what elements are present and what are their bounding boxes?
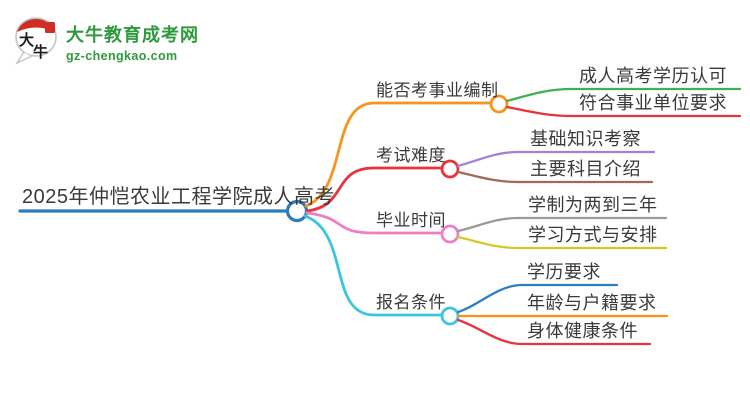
sub-label-education-requirement: 学历要求 xyxy=(527,262,601,282)
branch-node-graduation xyxy=(440,224,460,244)
branch-line-graduation xyxy=(305,211,444,235)
subline-study-arrangement xyxy=(456,235,668,250)
site-name: 大牛教育成考网 xyxy=(66,25,199,45)
logo-seal-icon xyxy=(45,22,55,33)
logo-red-cap xyxy=(17,18,55,32)
site-domain: gz-chengkao.com xyxy=(66,49,178,63)
sub-label-schooling-years: 学制为两到三年 xyxy=(528,195,658,215)
root-label: 2025年仲恺农业工程学院成人高考 xyxy=(22,186,335,208)
sub-label-basic-knowledge: 基础知识考察 xyxy=(530,129,641,149)
subline-meets-requirement xyxy=(505,105,742,118)
branch-line-registration xyxy=(303,214,444,317)
branch-label-registration: 报名条件 xyxy=(376,293,446,312)
subline-main-subjects xyxy=(456,170,654,184)
branch-line-career xyxy=(304,101,492,208)
logo-char-1: 大 xyxy=(19,31,34,49)
branch-label-graduation: 毕业时间 xyxy=(376,211,446,230)
subline-education-requirement xyxy=(456,283,619,314)
logo-text-block: 大牛教育成考网 gz-chengkao.com xyxy=(66,13,199,63)
sub-label-meets-requirement: 符合事业单位要求 xyxy=(579,93,727,113)
sub-label-health-condition: 身体健康条件 xyxy=(527,321,638,341)
branch-label-difficulty: 考试难度 xyxy=(376,146,446,165)
branch-label-career: 能否考事业编制 xyxy=(376,81,499,100)
logo-char-2: 牛 xyxy=(33,43,48,61)
branch-node-career xyxy=(489,94,509,114)
branch-node-difficulty xyxy=(440,159,460,179)
sub-label-degree-recognized: 成人高考学历认可 xyxy=(579,66,727,86)
subline-basic-knowledge xyxy=(456,150,656,168)
subline-degree-recognized xyxy=(505,87,742,103)
sub-label-main-subjects: 主要科目介绍 xyxy=(530,159,641,179)
site-logo: 大 牛 大牛教育成考网 gz-chengkao.com xyxy=(12,13,199,65)
subline-schooling-years xyxy=(456,216,668,233)
logo-bubble-icon: 大 牛 xyxy=(15,17,57,65)
logo-bubble-tail-fill xyxy=(24,51,32,55)
branch-line-difficulty xyxy=(305,166,444,213)
sub-label-age-residency: 年龄与户籍要求 xyxy=(527,293,657,313)
subline-health-condition xyxy=(456,318,652,346)
logo-bubble-tail xyxy=(15,51,34,65)
sub-label-study-arrangement: 学习方式与安排 xyxy=(528,225,658,245)
